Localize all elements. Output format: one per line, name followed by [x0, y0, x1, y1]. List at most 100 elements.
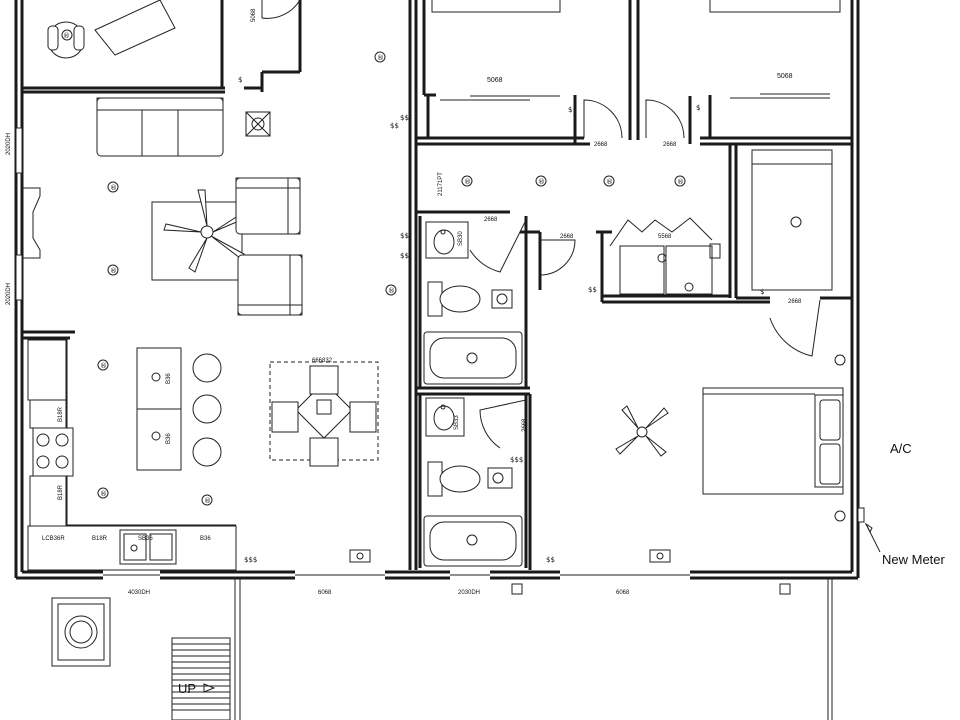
window-label: 2030DH	[458, 590, 480, 596]
washer	[619, 245, 665, 295]
light-fixture-icon	[349, 549, 371, 563]
armchair	[235, 177, 301, 235]
top-bedrooms: 5068 5068 $ $ 2668 2668	[431, 0, 841, 148]
bar-stool	[192, 437, 222, 467]
window-label-2020dh: 2020DH	[6, 283, 12, 305]
switch-icon: $	[238, 76, 242, 84]
svg-text:®: ®	[377, 54, 384, 62]
svg-text:2668: 2668	[788, 299, 802, 305]
svg-text:SB36: SB36	[138, 536, 153, 542]
exterior: UP 4030DH 6068 2030DH 6068 A/C New Meter	[51, 441, 946, 720]
svg-text:®: ®	[110, 184, 117, 192]
range	[32, 427, 74, 477]
ac-label: A/C	[890, 441, 912, 456]
dining-chair	[309, 437, 339, 467]
bathtub	[423, 515, 523, 567]
walk-in-closet: $ 2668	[751, 149, 833, 357]
table-label: 666832	[312, 358, 333, 364]
dining-chair	[349, 401, 377, 433]
switch-icon: $$	[390, 122, 399, 130]
bed	[431, 0, 561, 13]
svg-text:®: ®	[100, 362, 107, 370]
window-label-2020dh: 2020DH	[6, 133, 12, 155]
centerpiece	[316, 399, 332, 415]
svg-text:B18R: B18R	[58, 484, 64, 500]
svg-text:B18R: B18R	[92, 536, 108, 542]
svg-text:B18R: B18R	[58, 406, 64, 422]
bathroom-2: SB33 2668 $$$ $$	[423, 397, 555, 567]
svg-text:B36: B36	[166, 373, 172, 384]
svg-text:LCB36R: LCB36R	[42, 536, 65, 542]
hallway: 21171PT ® ® ® ® 2668 2668 $$ 5568	[438, 172, 721, 295]
closet-door-label: 5068	[777, 73, 793, 80]
switch-icon: $$	[400, 252, 409, 260]
svg-text:®: ®	[538, 178, 545, 186]
closet-door-label: 5068	[487, 77, 503, 84]
receptacle-symbol: ®	[63, 32, 70, 40]
light-fixture-icon	[649, 549, 671, 563]
switch-icon: $$	[588, 286, 597, 294]
switch-icon: $$	[546, 556, 555, 564]
svg-text:®: ®	[677, 178, 684, 186]
svg-text:®: ®	[110, 267, 117, 275]
bed	[702, 387, 844, 495]
refrigerator	[27, 339, 67, 401]
svg-text:®: ®	[464, 178, 471, 186]
switch-icon: $$$	[510, 456, 523, 464]
dining-chair	[309, 365, 339, 395]
svg-text:B36: B36	[166, 433, 172, 444]
svg-text:®: ®	[606, 178, 613, 186]
cabinet-b18r	[29, 475, 67, 527]
svg-text:®: ®	[100, 490, 107, 498]
living-room: ® ® ® ® $$ $$ $$ $$ 2020DH 2020DH	[6, 51, 409, 316]
dining: 666832	[269, 358, 379, 467]
svg-text:®: ®	[388, 287, 395, 295]
door-label: 6068	[616, 590, 630, 596]
master-bedroom	[615, 354, 846, 563]
bathtub	[423, 331, 523, 385]
switch-icon: $$	[400, 114, 409, 122]
door-label: 6068	[318, 590, 332, 596]
interior-walls	[22, 0, 852, 570]
bathroom-sink	[425, 221, 469, 259]
dryer	[665, 245, 713, 295]
switch-icon: $$$	[244, 556, 257, 564]
switch-icon: $	[568, 106, 572, 114]
ac-unit	[51, 597, 111, 667]
bed	[709, 0, 841, 13]
hall-label: 21171PT	[438, 172, 444, 196]
svg-text:®: ®	[204, 497, 211, 505]
svg-text:5568: 5568	[658, 234, 672, 240]
exterior-walls	[14, 0, 860, 580]
sofa	[96, 97, 224, 157]
svg-text:2668: 2668	[560, 234, 574, 240]
kitchen: B18R B18R LCB36R B18R SB36 B36 B36 B36 ®…	[27, 339, 371, 571]
svg-text:2668: 2668	[663, 142, 677, 148]
switch-icon: $	[760, 288, 764, 296]
office: ® 5068 $	[47, 0, 301, 84]
fireplace	[22, 187, 41, 259]
area-rug	[151, 201, 243, 281]
cabinet-b18r	[29, 399, 67, 429]
svg-text:SB33: SB33	[454, 415, 460, 430]
bar-stool	[192, 353, 222, 383]
dining-chair	[271, 401, 299, 433]
bathroom-1: SB30	[423, 221, 523, 385]
window-label: 4030DH	[128, 590, 150, 596]
ceiling-fan-icon	[163, 189, 247, 273]
svg-text:2668: 2668	[522, 418, 528, 432]
left-windows	[15, 127, 23, 301]
kitchen-sink	[119, 529, 177, 565]
door-label-5068: 5068	[251, 8, 257, 22]
bar-stool	[192, 394, 222, 424]
ceiling-fan-icon	[615, 405, 669, 457]
armchair	[237, 254, 303, 316]
new-meter-label: New Meter	[882, 552, 946, 567]
switch-icon: $$	[400, 232, 409, 240]
stairs-up-label: UP	[178, 681, 196, 696]
svg-text:2668: 2668	[484, 217, 498, 223]
svg-text:B36: B36	[200, 536, 211, 542]
exterior-stairs	[171, 637, 231, 720]
svg-text:2668: 2668	[594, 142, 608, 148]
